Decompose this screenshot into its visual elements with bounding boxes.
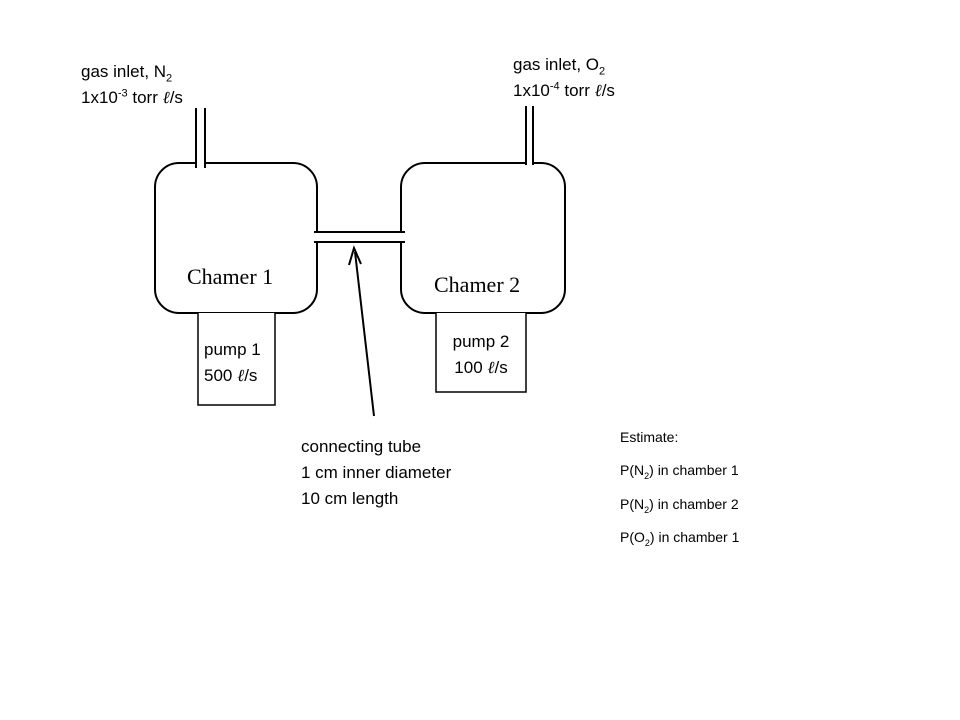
estimate-item-1-prefix: P(N bbox=[620, 462, 645, 478]
inlet-n2-rate-liter: ℓ bbox=[162, 88, 170, 107]
tube-label-line3: 10 cm length bbox=[301, 489, 399, 508]
chamber-1-body bbox=[154, 162, 318, 314]
chamber-2-label: Chamer 2 bbox=[434, 272, 521, 297]
estimate-item-2-prefix: P(N bbox=[620, 496, 645, 512]
inlet-o2-rate-exp: -4 bbox=[549, 80, 560, 93]
pump-1-box bbox=[197, 313, 276, 406]
estimate-item-3-sub: 2 bbox=[644, 537, 650, 548]
pump-2-rate: 100 bbox=[454, 358, 488, 377]
pump-2-box bbox=[435, 313, 527, 393]
tube-label-line2: 1 cm inner diameter bbox=[301, 463, 452, 482]
inlet-o2-pipe bbox=[525, 106, 534, 165]
pump-2-rate-suffix: /s bbox=[494, 358, 508, 377]
pump-1-name: pump 1 bbox=[204, 340, 261, 359]
pump-1-rate: 500 bbox=[204, 366, 238, 385]
inlet-o2-rate-base: 1x10 bbox=[513, 81, 550, 100]
estimate-item-3-prefix: P(O bbox=[620, 529, 645, 545]
inlet-n2-label: gas inlet, N2 1x10-3 torr ℓ/s bbox=[81, 59, 183, 111]
inlet-o2-gas: gas inlet, O bbox=[513, 55, 599, 74]
estimate-item-1-sub: 2 bbox=[644, 470, 650, 481]
estimate-item-1: P(N2) in chamber 1 bbox=[620, 460, 739, 480]
estimate-item-2: P(N2) in chamber 2 bbox=[620, 494, 739, 514]
chamber-1-label: Chamer 1 bbox=[187, 264, 274, 289]
inlet-n2-rate-unit: torr bbox=[127, 88, 163, 107]
tube-label-line1: connecting tube bbox=[301, 437, 422, 456]
connecting-tube bbox=[310, 231, 410, 243]
inlet-n2-pipe bbox=[195, 108, 206, 168]
inlet-o2-rate-suffix: /s bbox=[601, 81, 615, 100]
estimate-item-3-suffix: ) in chamber 1 bbox=[649, 529, 740, 545]
pump-1-rate-liter: ℓ bbox=[237, 366, 245, 385]
estimate-item-1-suffix: ) in chamber 1 bbox=[649, 462, 739, 478]
inlet-n2-gas-sub: 2 bbox=[166, 72, 173, 85]
tube-pointer-arrow bbox=[348, 245, 375, 417]
estimate-item-3: P(O2) in chamber 1 bbox=[620, 527, 739, 547]
estimate-item-2-suffix: ) in chamber 2 bbox=[649, 496, 739, 512]
inlet-o2-rate-unit: torr bbox=[559, 81, 595, 100]
inlet-n2-rate-suffix: /s bbox=[169, 88, 183, 107]
inlet-o2-rate-liter: ℓ bbox=[594, 81, 602, 100]
estimate-item-2-sub: 2 bbox=[644, 504, 650, 515]
pump-2-rate-liter: ℓ bbox=[487, 358, 495, 377]
inlet-o2-label: gas inlet, O2 1x10-4 torr ℓ/s bbox=[513, 52, 615, 104]
pump-2-name: pump 2 bbox=[452, 332, 510, 351]
inlet-n2-rate-base: 1x10 bbox=[81, 88, 118, 107]
pump-1-label: pump 1 500 ℓ/s bbox=[204, 337, 261, 389]
pump-2-label: pump 2 100 ℓ/s bbox=[436, 329, 526, 381]
inlet-o2-gas-sub: 2 bbox=[599, 65, 606, 78]
tube-label: connecting tube 1 cm inner diameter 10 c… bbox=[301, 434, 451, 512]
inlet-n2-gas: gas inlet, N bbox=[81, 62, 167, 81]
pump-1-rate-suffix: /s bbox=[244, 366, 258, 385]
inlet-n2-rate-exp: -3 bbox=[117, 87, 128, 100]
estimate-heading: Estimate: bbox=[620, 429, 679, 445]
